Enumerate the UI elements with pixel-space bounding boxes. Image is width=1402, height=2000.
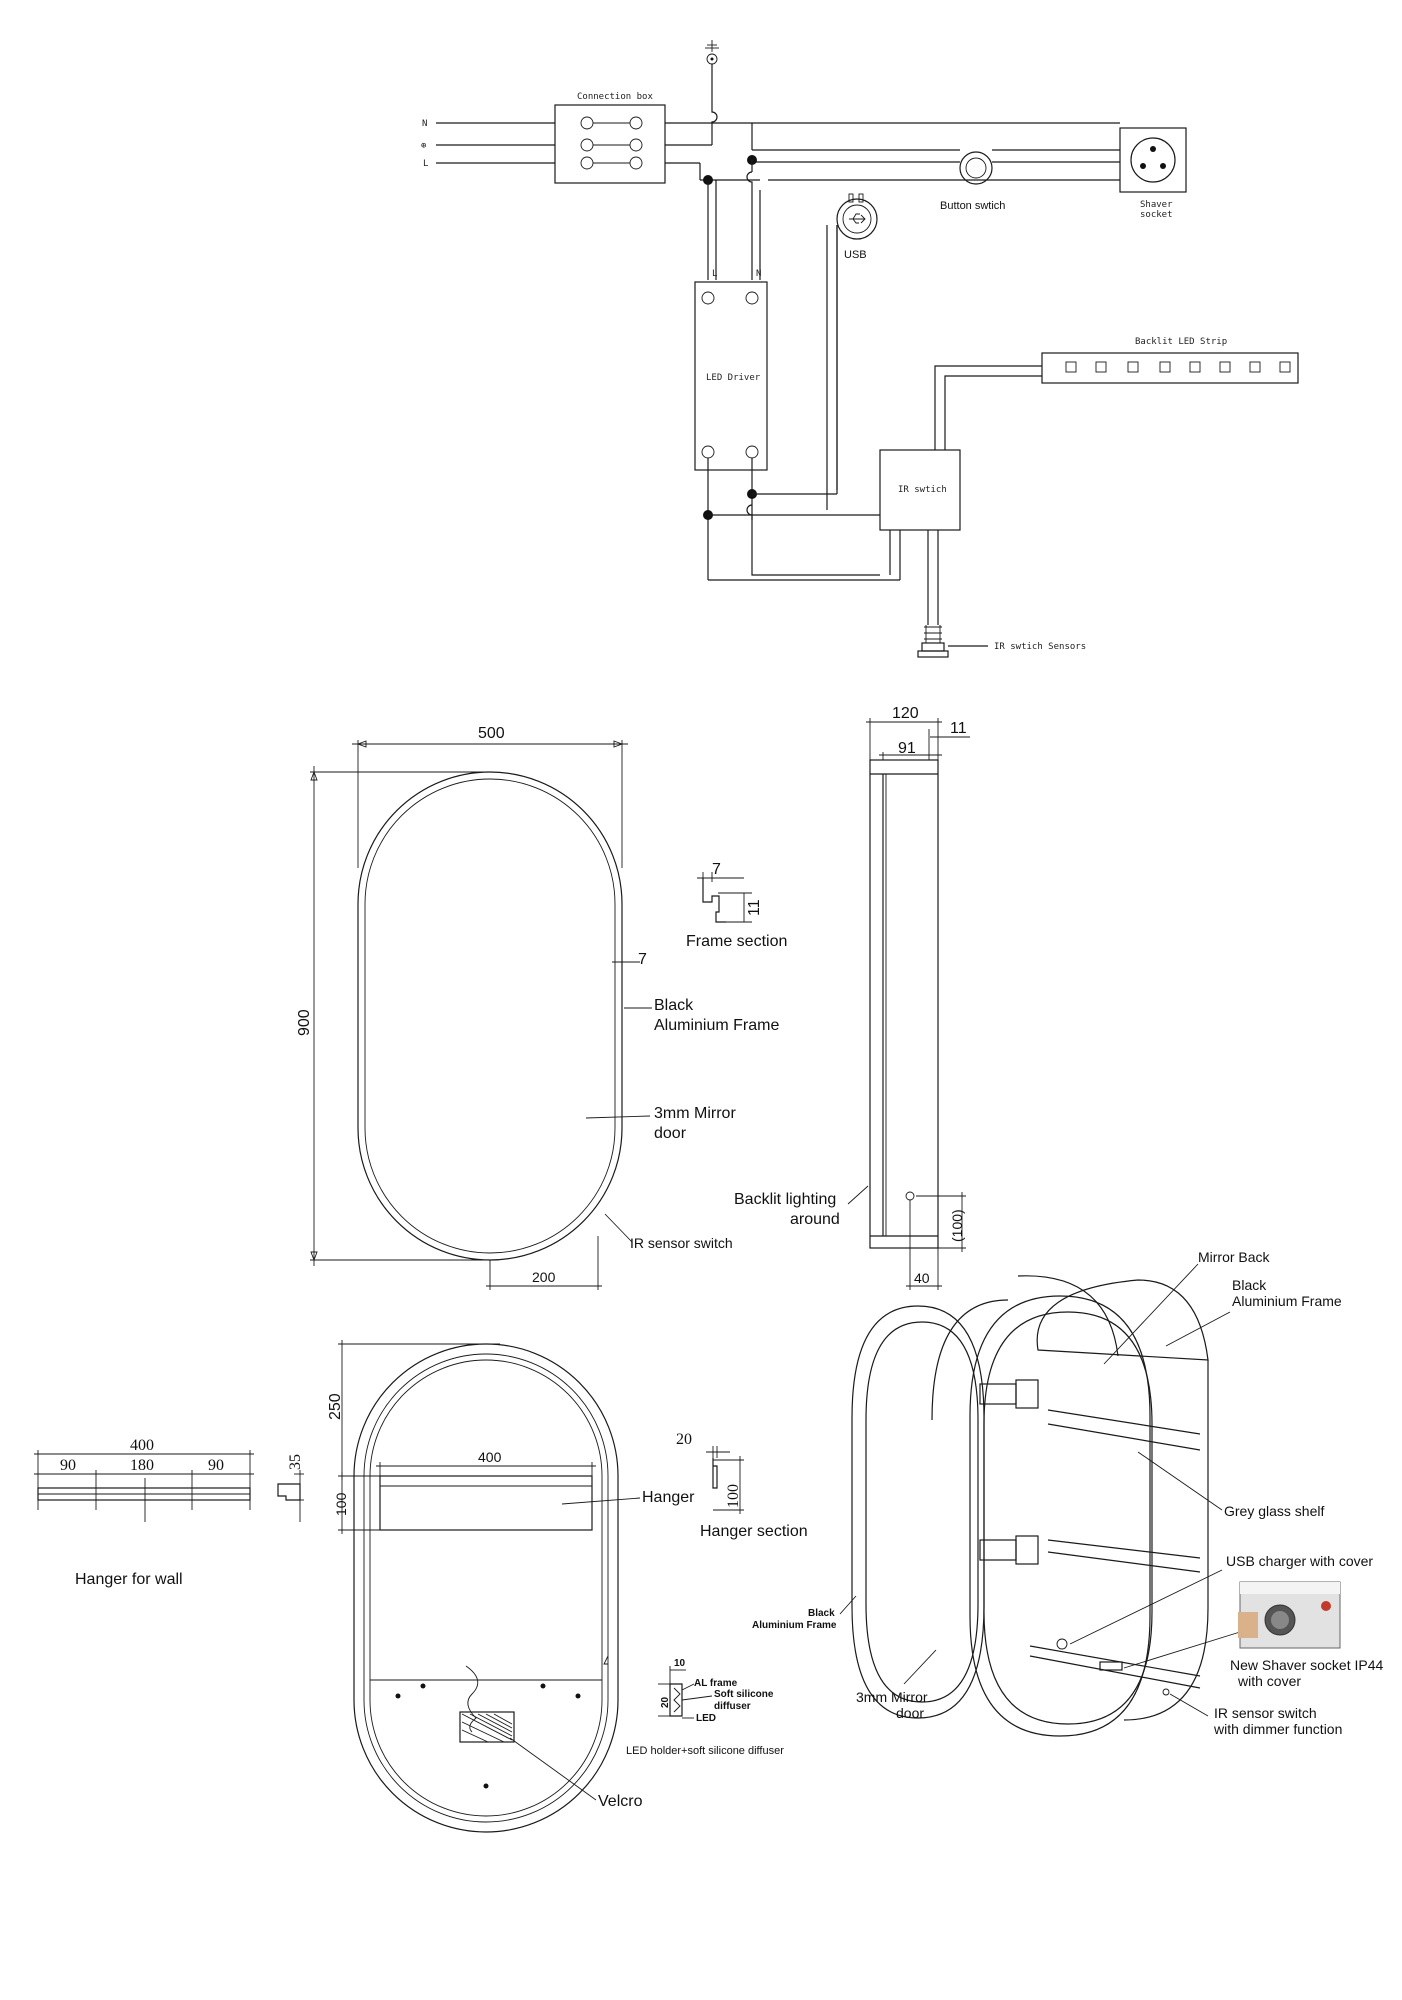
hanger-section-label: Hanger section (700, 1523, 808, 1540)
hanger-wall-total: 400 (130, 1437, 154, 1454)
isometric-view: Mirror Back Black Aluminium Frame Grey g… (752, 1249, 1384, 1737)
frame-thickness-dim: 7 (638, 951, 647, 968)
front-mirror-label-1: 3mm Mirror (654, 1105, 736, 1122)
shaver-socket-photo (1238, 1581, 1341, 1649)
side-view: 120 91 11 (100) 40 Backlit lighting arou… (734, 705, 970, 1290)
side-lip-dim: 11 (950, 720, 967, 737)
back-view: 250 400 100 Hanger Velcro 10 20 AL fr (327, 1340, 784, 1833)
led-label: LED (696, 1713, 716, 1724)
ir-switch-label: IR swtich (898, 485, 947, 495)
back-dim-400: 400 (478, 1449, 502, 1465)
button-switch-icon (959, 151, 993, 185)
soft-silicone-label-1: Soft silicone (714, 1689, 774, 1700)
hanger-label: Hanger (642, 1489, 695, 1506)
frame-section-label: Frame section (686, 933, 787, 950)
backlit-lighting-label-2: around (790, 1211, 840, 1228)
front-black-label-1: Black (654, 997, 694, 1014)
iso-black-label-2: Aluminium Frame (1232, 1293, 1342, 1309)
ir-sensor-switch-label: IR sensor switch (630, 1235, 733, 1251)
hanger-section-dim-20: 20 (676, 1431, 692, 1448)
ir-sensor-icon (917, 625, 988, 658)
iso-mirror-door-label-2: door (896, 1705, 924, 1721)
hanger-section: 20 100 Hanger section (676, 1431, 808, 1540)
earth-label: ⊕ (421, 141, 426, 151)
hanger-section-dim-100: 100 (725, 1484, 742, 1508)
mirror-back-label: Mirror Back (1198, 1249, 1271, 1265)
front-view: 500 900 7 Black Aluminium Frame 3mm Mirr… (296, 725, 779, 1290)
hanger-wall-height: 35 (287, 1454, 304, 1470)
shaver-socket-new-label-1: New Shaver socket IP44 (1230, 1657, 1384, 1673)
ir-switch-box: IR swtich (879, 449, 961, 531)
connection-box-label: Connection box (577, 92, 653, 102)
usb-label: USB (844, 249, 867, 261)
neutral-label: N (422, 119, 427, 129)
hanger-wall-d3: 90 (208, 1457, 224, 1474)
backlit-strip-label: Backlit LED Strip (1135, 337, 1227, 347)
iso-left-black-label-1: Black (808, 1608, 835, 1619)
usb-icon (836, 193, 878, 240)
soft-silicone-label-2: diffuser (714, 1701, 751, 1712)
earth-icon (705, 40, 719, 65)
iso-ir-label-2: with dimmer function (1213, 1721, 1342, 1737)
connection-box: Connection box (554, 92, 666, 184)
iso-left-black-label-2: Aluminium Frame (752, 1620, 837, 1631)
led-holder-dim-20: 20 (660, 1696, 671, 1708)
grey-shelf-label: Grey glass shelf (1224, 1503, 1324, 1519)
shaver-socket-label-1: Shaver (1140, 200, 1173, 210)
backlit-lighting-label-1: Backlit lighting (734, 1191, 836, 1208)
hanger-wall-d1: 90 (60, 1457, 76, 1474)
frame-section-dim-7: 7 (712, 861, 721, 878)
usb-charger-label: USB charger with cover (1226, 1553, 1373, 1569)
driver-l-label: L (712, 269, 717, 279)
led-holder-label: LED holder+soft silicone diffuser (626, 1745, 784, 1757)
button-switch-label: Button swtich (940, 200, 1005, 212)
shaver-socket-icon (1119, 127, 1187, 193)
back-dim-100: 100 (333, 1492, 349, 1516)
front-height-dim: 900 (296, 1009, 313, 1036)
hanger-wall-d2: 180 (130, 1457, 154, 1474)
front-width-dim: 500 (478, 725, 505, 742)
hanger-for-wall: 400 90 180 90 35 Hanger for wall (34, 1437, 304, 1588)
led-driver-label: LED Driver (706, 373, 761, 383)
led-driver: L N LED Driver (694, 269, 768, 471)
frame-section: 7 11 Frame section (686, 861, 787, 950)
wiring-diagram: N ⊕ L Connection box (421, 40, 1299, 658)
live-label: L (423, 159, 428, 169)
al-frame-label: AL frame (694, 1678, 738, 1689)
velcro-label: Velcro (598, 1793, 643, 1810)
shaver-socket-new-label-2: with cover (1237, 1673, 1301, 1689)
shaver-socket-label-2: socket (1140, 210, 1173, 220)
back-dim-250: 250 (327, 1393, 344, 1420)
side-dim-100: (100) (949, 1209, 965, 1242)
ir-sensors-label: IR swtich Sensors (994, 642, 1086, 652)
hanger-for-wall-label: Hanger for wall (75, 1571, 183, 1588)
iso-ir-label-1: IR sensor switch (1214, 1705, 1317, 1721)
front-black-label-2: Aluminium Frame (654, 1017, 779, 1034)
driver-n-label: N (756, 269, 761, 279)
led-holder-dim-10: 10 (674, 1658, 686, 1669)
backlit-led-strip: Backlit LED Strip (1041, 337, 1299, 384)
front-mirror-label-2: door (654, 1125, 687, 1142)
frame-section-dim-11: 11 (746, 899, 763, 916)
iso-mirror-door-label-1: 3mm Mirror (856, 1689, 928, 1705)
iso-black-label-1: Black (1232, 1277, 1267, 1293)
ir-offset-dim: 200 (532, 1269, 556, 1285)
side-dim-40: 40 (914, 1270, 930, 1286)
side-depth-dim: 120 (892, 705, 919, 722)
side-inner-dim: 91 (898, 740, 916, 757)
